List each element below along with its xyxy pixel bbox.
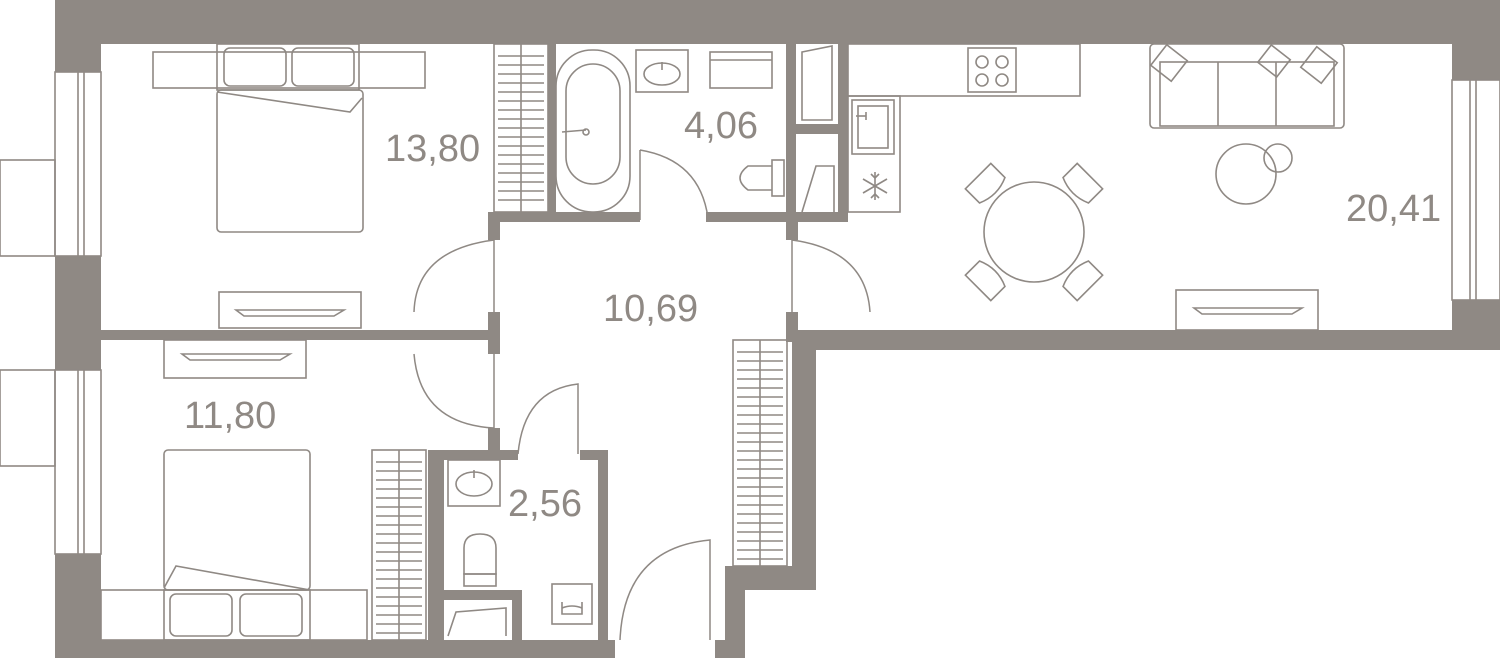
wall-left-middle — [55, 256, 101, 370]
wardrobe-hangers — [376, 55, 783, 634]
wall-living-bottom — [792, 330, 1500, 350]
window-sill-bedroom-2 — [0, 369, 56, 467]
wall-wc-left — [428, 450, 444, 640]
radiator-bedroom-2-icon — [163, 339, 307, 379]
radiator-living-icon — [1175, 289, 1319, 331]
wall-bath-left — [548, 44, 556, 220]
area-living-kitchen: 20,41 — [1346, 188, 1441, 230]
wall-left-top — [55, 0, 101, 72]
chair-top-left — [964, 162, 1006, 204]
area-labels: 13,80 4,06 20,41 10,69 11,80 2,56 — [184, 105, 1441, 525]
area-bathroom: 4,06 — [684, 105, 758, 147]
chair-bottom-left — [964, 260, 1006, 302]
wall-wc-top-right — [580, 450, 606, 460]
door-wc — [517, 383, 579, 455]
shaft-icon — [801, 45, 835, 213]
snowflake-icon — [862, 172, 888, 200]
window-sill-bedroom-1 — [0, 159, 56, 257]
wc-shaft-icon — [447, 607, 507, 637]
wall-wc-shaft-r — [512, 590, 522, 640]
washing-machine-icon — [551, 583, 593, 625]
wall-bath-bottom-left — [488, 212, 640, 222]
wall-shaft-mid — [796, 124, 846, 134]
wall-hall-right — [792, 330, 816, 590]
wall-bedroom-divider — [101, 330, 491, 340]
wardrobe-2-icon — [371, 449, 427, 641]
area-hallway: 10,69 — [603, 288, 698, 330]
wall-right-top — [1452, 0, 1500, 80]
wall-bath-bottom-right — [706, 212, 846, 222]
door-entrance — [619, 539, 711, 641]
windows — [0, 71, 1500, 555]
door-bedroom-2 — [413, 353, 495, 429]
wc-toilet-icon — [463, 533, 497, 587]
door-bathroom — [639, 149, 709, 220]
bed-2-icon — [100, 449, 368, 641]
wall-bottom — [55, 640, 615, 658]
area-bedroom-1: 13,80 — [385, 128, 480, 170]
wardrobe-hall-icon — [732, 339, 788, 567]
wall-wc-shaft — [428, 590, 520, 600]
cabinet-icon — [709, 51, 773, 89]
wall-hall-left-3 — [488, 428, 500, 452]
kitchen-counter — [847, 43, 1081, 213]
door-bedroom-1 — [413, 239, 495, 313]
bathtub-icon — [555, 49, 631, 213]
wall-hall-step-v — [725, 566, 745, 658]
door-living — [791, 239, 871, 313]
area-bedroom-2: 11,80 — [184, 395, 276, 437]
kitchen-sink-icon — [851, 99, 895, 155]
radiator-icon — [218, 291, 362, 329]
pouf-icon — [1215, 143, 1293, 205]
area-wc: 2,56 — [508, 483, 582, 525]
dining-table-icon — [964, 162, 1104, 302]
wall-wc-right — [598, 450, 608, 640]
wall-living-left — [786, 212, 798, 240]
wall-top — [55, 0, 1500, 44]
bed-icon — [152, 43, 426, 233]
wall-living-left-2 — [786, 312, 798, 342]
sofa-icon — [1149, 43, 1345, 129]
chair-bottom-right — [1062, 260, 1104, 302]
walls — [55, 0, 1500, 658]
wall-wc-top-left — [428, 450, 518, 460]
wall-hall-left-2 — [488, 312, 500, 354]
sink-icon — [635, 49, 689, 93]
stove-icon — [967, 47, 1017, 93]
wc-sink-icon — [447, 459, 501, 507]
toilet-icon — [739, 159, 785, 197]
chair-top-right — [1062, 162, 1104, 204]
wall-bath-right — [786, 44, 796, 222]
